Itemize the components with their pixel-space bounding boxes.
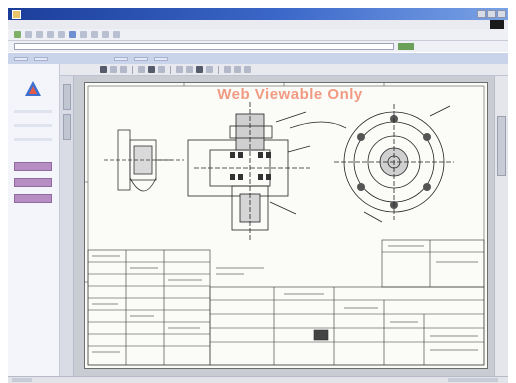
toolbar-separator: [132, 65, 133, 74]
sidebar-button-2[interactable]: [14, 178, 52, 187]
mail-icon[interactable]: [102, 31, 109, 38]
layers-icon[interactable]: [206, 66, 213, 73]
refresh-icon[interactable]: [47, 31, 54, 38]
pan-icon[interactable]: [138, 66, 145, 73]
sidebar-divider: [14, 138, 52, 141]
scroll-thumb[interactable]: [497, 116, 506, 176]
close-icon[interactable]: [497, 10, 506, 18]
next-page-icon[interactable]: [234, 66, 241, 73]
side-panel-strip: [60, 76, 74, 376]
sidebar-divider: [14, 124, 52, 127]
zoom-out-icon[interactable]: [110, 66, 117, 73]
toolbar-separator: [170, 65, 171, 74]
back-icon[interactable]: [14, 31, 21, 38]
app-icon: [12, 9, 21, 19]
toolbar-separator: [218, 65, 219, 74]
drawing-sheet: [84, 82, 488, 369]
select-icon[interactable]: [148, 66, 155, 73]
sidebar-button-1[interactable]: [14, 162, 52, 171]
brand-logo-icon: [25, 81, 41, 96]
prev-page-icon[interactable]: [224, 66, 231, 73]
print-icon[interactable]: [113, 31, 120, 38]
favorites-icon[interactable]: [80, 31, 87, 38]
rotate-icon[interactable]: [158, 66, 165, 73]
sidebar-button-3[interactable]: [14, 194, 52, 203]
left-sidebar: [8, 64, 60, 376]
address-bar: [8, 41, 508, 52]
thumbnails-tab[interactable]: [63, 84, 71, 110]
layers-tab[interactable]: [63, 114, 71, 140]
table-text-lines: [92, 245, 478, 353]
browser-throbber-icon: [490, 20, 504, 29]
window-titlebar: [8, 8, 508, 20]
stop-icon[interactable]: [36, 31, 43, 38]
help-icon[interactable]: [244, 66, 251, 73]
app-tab-1[interactable]: [14, 56, 28, 61]
vertical-scrollbar[interactable]: [494, 76, 508, 376]
window-controls: [477, 10, 506, 18]
watermark-text: Web Viewable Only: [217, 86, 363, 103]
markup-icon[interactable]: [186, 66, 193, 73]
app-tab-3[interactable]: [114, 56, 128, 61]
center-assembly: [187, 102, 347, 242]
search-icon[interactable]: [69, 31, 76, 38]
history-icon[interactable]: [91, 31, 98, 38]
minimize-icon[interactable]: [477, 10, 486, 18]
sidebar-divider: [14, 110, 52, 113]
home-icon[interactable]: [58, 31, 65, 38]
app-tab-2[interactable]: [34, 56, 48, 61]
address-input[interactable]: [14, 43, 394, 50]
status-bar: [8, 376, 508, 383]
flange-view: [334, 104, 454, 223]
measure-icon[interactable]: [176, 66, 183, 73]
title-block: [87, 239, 485, 366]
browser-toolbar: [8, 29, 508, 41]
app-tab-strip: [8, 53, 508, 64]
status-segment: [12, 378, 32, 382]
print-icon[interactable]: [196, 66, 203, 73]
fit-page-icon[interactable]: [120, 66, 127, 73]
go-button[interactable]: [398, 43, 414, 50]
zoom-in-icon[interactable]: [100, 66, 107, 73]
side-view: [104, 129, 184, 192]
status-segment: [448, 378, 498, 382]
app-tab-5[interactable]: [154, 56, 168, 61]
forward-icon[interactable]: [25, 31, 32, 38]
menu-bar: [8, 20, 508, 29]
cad-drawing: [84, 82, 485, 366]
app-tab-4[interactable]: [134, 56, 148, 61]
maximize-icon[interactable]: [487, 10, 496, 18]
viewer-toolbar: [60, 64, 508, 76]
